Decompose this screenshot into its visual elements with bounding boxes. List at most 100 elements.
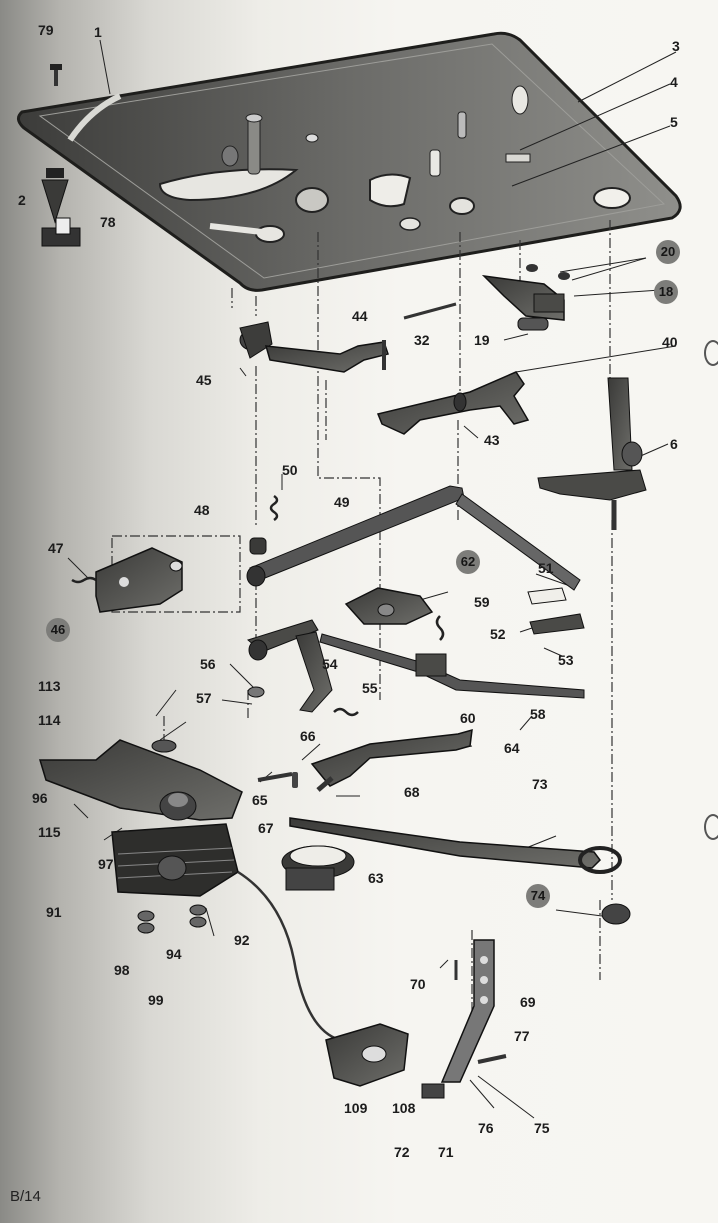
callout-58: 58 <box>530 706 546 722</box>
callout-98: 98 <box>114 962 130 978</box>
callout-96: 96 <box>32 790 48 806</box>
callout-19: 19 <box>474 332 490 348</box>
callout-circled-20: 20 <box>656 240 680 264</box>
callout-47: 47 <box>48 540 64 556</box>
callout-65: 65 <box>252 792 268 808</box>
callout-109: 109 <box>344 1100 368 1116</box>
bracket-18 <box>481 264 570 321</box>
rod-49 <box>246 485 581 591</box>
callout-71: 71 <box>438 1144 454 1160</box>
callout-60: 60 <box>460 710 476 726</box>
callout-44: 44 <box>352 308 368 324</box>
washer-114 <box>151 739 177 753</box>
callout-115: 115 <box>38 824 61 840</box>
callout-5: 5 <box>670 114 678 130</box>
callout-40: 40 <box>662 334 678 350</box>
cone-2 <box>41 168 69 224</box>
pin-65 <box>257 772 293 782</box>
part-62 <box>344 587 434 625</box>
callout-57: 57 <box>196 690 212 706</box>
callout-54: 54 <box>322 656 338 672</box>
cam-63 <box>281 845 355 891</box>
callout-55: 55 <box>362 680 378 696</box>
callout-72: 72 <box>394 1144 410 1160</box>
callout-78: 78 <box>100 214 116 230</box>
callout-50: 50 <box>282 462 298 478</box>
rod-58 <box>319 633 585 699</box>
callout-70: 70 <box>410 976 426 992</box>
callout-circled-18: 18 <box>654 280 678 304</box>
callout-92: 92 <box>234 932 250 948</box>
callout-43: 43 <box>484 432 500 448</box>
callout-64: 64 <box>504 740 520 756</box>
callout-32: 32 <box>414 332 430 348</box>
callout-69: 69 <box>520 994 536 1010</box>
callout-73: 73 <box>532 776 548 792</box>
callout-77: 77 <box>514 1028 530 1044</box>
assembly-6 <box>537 377 647 530</box>
callout-52: 52 <box>490 626 506 642</box>
rod-73 <box>289 817 622 874</box>
spring-59 <box>435 615 445 641</box>
callout-51: 51 <box>538 560 554 576</box>
callout-97: 97 <box>98 856 114 872</box>
callout-67: 67 <box>258 820 274 836</box>
callout-49: 49 <box>334 494 350 510</box>
washer-56 <box>247 686 265 698</box>
callout-circled-62: 62 <box>456 550 480 574</box>
plate-52 <box>529 613 585 635</box>
clip-78 <box>41 217 81 247</box>
washers-98 <box>137 904 207 934</box>
binder-hole-bottom <box>704 814 718 840</box>
callout-48: 48 <box>194 502 210 518</box>
callout-3: 3 <box>672 38 680 54</box>
screw-79 <box>50 64 62 86</box>
spring-47 <box>71 576 97 584</box>
spring-55 <box>333 707 359 717</box>
switch-109 <box>325 1023 409 1087</box>
callout-114: 114 <box>38 712 61 728</box>
callout-94: 94 <box>166 946 182 962</box>
callout-75: 75 <box>534 1120 550 1136</box>
callout-108: 108 <box>392 1100 416 1116</box>
motor-cable <box>237 870 341 1042</box>
callout-45: 45 <box>196 372 212 388</box>
pin-19 <box>517 317 549 331</box>
callout-56: 56 <box>200 656 216 672</box>
main-plate <box>17 31 682 292</box>
callout-53: 53 <box>558 652 574 668</box>
callout-63: 63 <box>368 870 384 886</box>
callout-2: 2 <box>18 192 26 208</box>
lever-44 <box>239 321 389 373</box>
callout-79: 79 <box>38 22 54 38</box>
callout-6: 6 <box>670 436 678 452</box>
spring-67 <box>292 772 298 788</box>
bracket-69 <box>440 939 495 1083</box>
callout-91: 91 <box>46 904 62 920</box>
lever-40 <box>376 371 530 435</box>
page-reference: B/14 <box>10 1188 41 1205</box>
callout-59: 59 <box>474 594 490 610</box>
callout-66: 66 <box>300 728 316 744</box>
callout-circled-46: 46 <box>46 618 70 642</box>
bracket-46 <box>95 547 183 613</box>
lever-54 <box>246 619 333 713</box>
callout-113: 113 <box>38 678 61 694</box>
motor-assembly <box>38 739 243 897</box>
block-71 <box>421 1083 445 1099</box>
knob-74 <box>601 903 631 925</box>
binder-hole-top <box>704 340 718 366</box>
callout-99: 99 <box>148 992 164 1008</box>
callout-4: 4 <box>670 74 678 90</box>
lever-64 <box>310 728 473 792</box>
pin-77 <box>477 1054 507 1064</box>
strip-51 <box>527 587 567 605</box>
spring-50 <box>269 494 279 522</box>
callout-circled-74: 74 <box>526 884 550 908</box>
callout-68: 68 <box>404 784 420 800</box>
callout-1: 1 <box>94 24 102 40</box>
pin-32 <box>403 302 457 320</box>
callout-76: 76 <box>478 1120 494 1136</box>
